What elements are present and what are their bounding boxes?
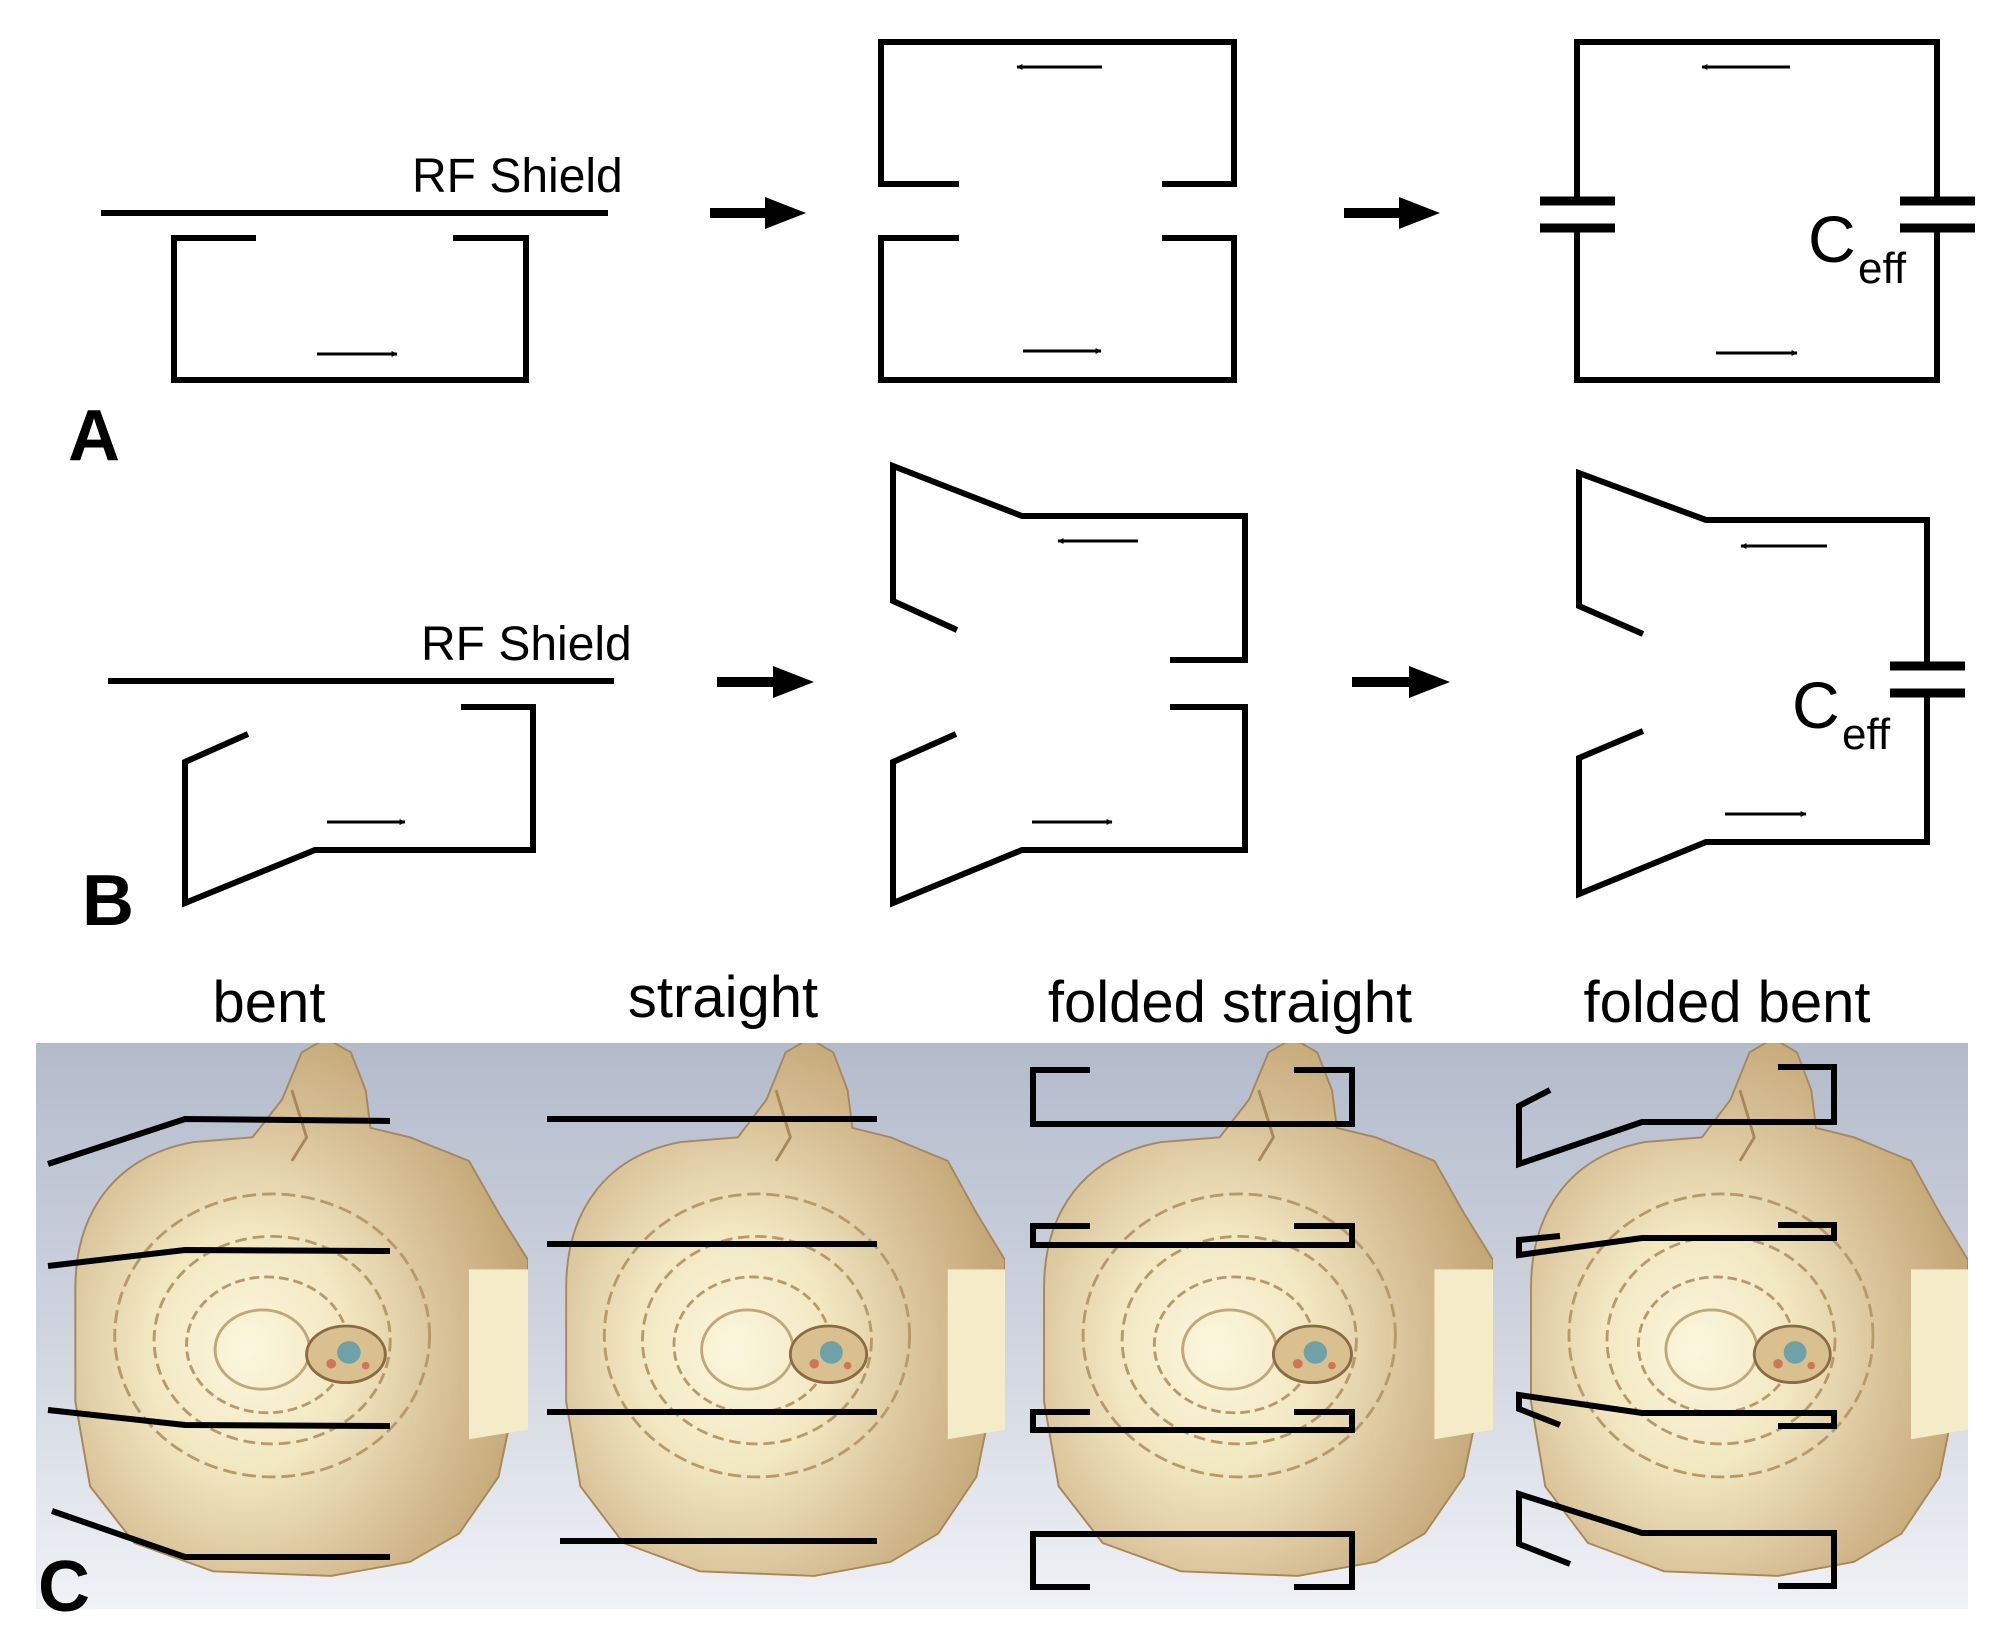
rf-shield-label-a: RF Shield [412, 150, 623, 203]
capacitor-subscript-a: eff [1858, 244, 1907, 293]
transform-arrow-b1 [717, 666, 814, 698]
coil-loop-a-middle [878, 235, 1237, 383]
sim-panel-bent [36, 1043, 528, 1609]
row-b: RF Shield C eff B [82, 461, 1965, 941]
capacitor-left-a [1540, 196, 1615, 233]
caption-folded-straight: folded straight [1048, 970, 1412, 1035]
equivalent-loop-b-bottom [1576, 693, 1930, 899]
rf-shield-label-b: RF Shield [421, 618, 632, 671]
panel-label-b: B [82, 861, 134, 941]
row-c: bent straight folded straight folded ben… [36, 965, 1968, 1627]
straight-coil-elements [547, 1116, 877, 1544]
panel-label-a: A [68, 396, 120, 476]
image-coil-a [878, 39, 1237, 187]
folded-bent-coil-elements [1516, 1064, 1837, 1589]
coil-loop-a-original [171, 235, 529, 383]
equivalent-loop-a-top [1574, 39, 1940, 200]
panel-label-c: C [38, 1547, 90, 1627]
bent-coil-elements [47, 1115, 391, 1560]
capacitor-label-a: C [1808, 202, 1856, 276]
bent-coil-b-middle [890, 704, 1248, 908]
equivalent-loop-a-bottom [1574, 230, 1940, 383]
sim-panel-folded-bent [1493, 1043, 1968, 1609]
sim-panel-straight [528, 1043, 1005, 1609]
sim-panel-folded-straight [1005, 1043, 1493, 1609]
transform-arrow-a1 [710, 197, 806, 229]
capacitor-b [1890, 661, 1965, 698]
capacitor-label-b: C [1792, 668, 1840, 742]
transform-arrow-a2 [1344, 197, 1440, 229]
transform-arrow-b2 [1352, 666, 1450, 698]
row-a: RF Shield C eff [68, 39, 1975, 476]
caption-bent: bent [213, 970, 326, 1035]
capacitor-subscript-b: eff [1842, 710, 1891, 759]
caption-folded-bent: folded bent [1583, 970, 1870, 1035]
bent-coil-b-original [182, 704, 536, 908]
image-coil-b [890, 461, 1248, 663]
folded-straight-coil-elements [1030, 1067, 1355, 1590]
caption-straight: straight [628, 965, 818, 1030]
capacitor-right-a [1900, 196, 1975, 233]
equivalent-loop-b-top [1576, 468, 1930, 666]
